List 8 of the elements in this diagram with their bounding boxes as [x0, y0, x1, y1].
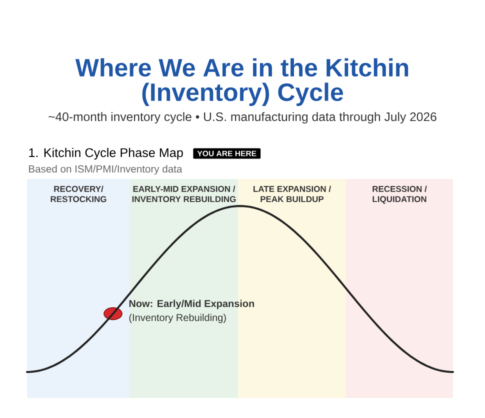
annotation: (Inventory Rebuilding): [129, 314, 226, 324]
subtitle: ~40-month inventory cycle • U.S. manufacturing data through July 2026: [48, 112, 436, 124]
section-heading: 1. Kitchin Cycle Phase Map: [29, 148, 183, 160]
subheading: Based on ISM/PMI/Inventory data: [29, 165, 182, 175]
title: Where We Are in the Kitchin (Inventory) Cycle: [75, 58, 408, 106]
annotation: Now: Early/Mid Expansion: [129, 300, 254, 310]
phase-band: RECESSION / LIQUIDATION: [346, 179, 453, 398]
phase-band: RECOVERY/ RESTOCKING: [27, 179, 130, 398]
